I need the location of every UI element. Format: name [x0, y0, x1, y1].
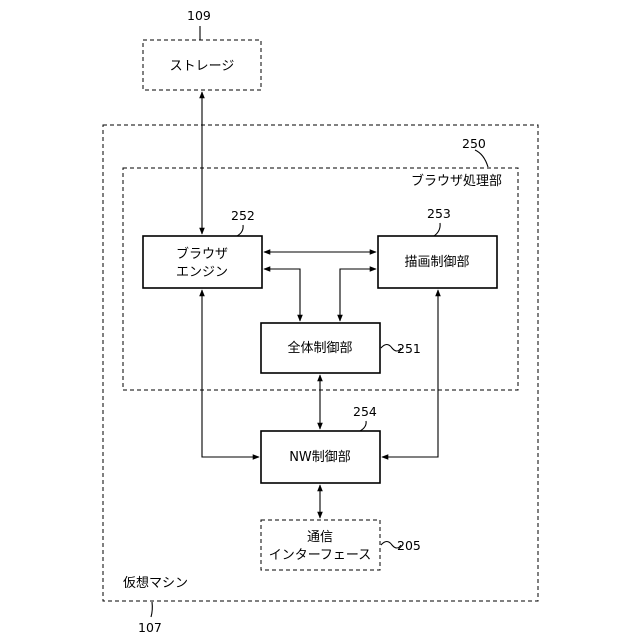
- comm-interface-label-line2: インターフェース: [269, 548, 372, 563]
- browser-processing-ref: 250: [462, 136, 486, 151]
- draw-nw-arrow: [382, 290, 438, 457]
- comm-interface-ref: 205: [397, 538, 421, 553]
- virtual-machine-leader: [151, 602, 152, 617]
- draw-control-ref: 253: [427, 206, 451, 221]
- storage-label: ストレージ: [170, 59, 235, 74]
- engine-nw-arrow: [202, 290, 259, 457]
- draw-control-label: 描画制御部: [404, 255, 469, 270]
- browser-engine-label-line1: ブラウザ: [176, 246, 228, 262]
- storage-ref: 109: [187, 8, 211, 23]
- browser-engine-ref: 252: [231, 208, 255, 223]
- overall-control-ref: 251: [397, 341, 421, 356]
- browser-engine-leader: [237, 225, 243, 236]
- browser-processing-leader: [475, 150, 488, 167]
- browser-processing-label: ブラウザ処理部: [411, 173, 502, 189]
- nw-control-ref: 254: [353, 404, 377, 419]
- draw-overall-arrow: [340, 269, 376, 321]
- draw-control-leader: [434, 223, 440, 236]
- virtual-machine-ref: 107: [138, 620, 162, 635]
- overall-control-label: 全体制御部: [287, 340, 352, 356]
- engine-overall-arrow: [264, 269, 300, 321]
- virtual-machine-label: 仮想マシン: [123, 575, 188, 591]
- comm-interface-label-line1: 通信: [307, 530, 333, 545]
- browser-engine-box: [143, 236, 262, 288]
- nw-control-label: NW制御部: [289, 450, 351, 465]
- browser-engine-label-line2: エンジン: [176, 265, 228, 280]
- nw-control-leader: [360, 421, 366, 431]
